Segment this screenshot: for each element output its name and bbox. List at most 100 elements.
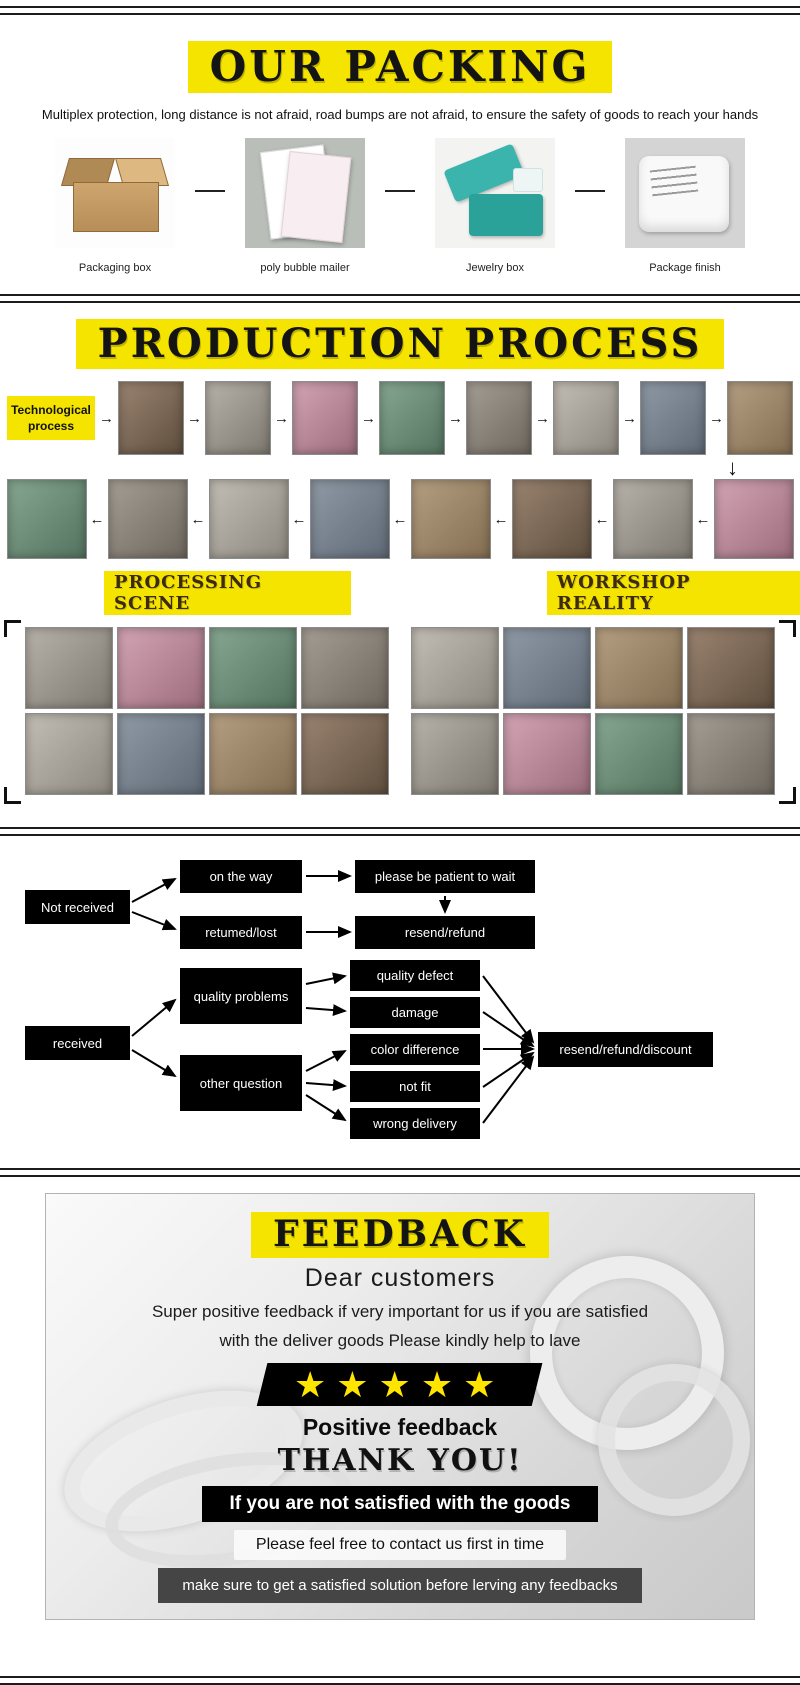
packing-caption: Jewelry box [465,262,525,275]
flow-node-not-received: Not received [25,890,130,925]
flow-arrows-svg [131,870,535,1124]
arrow-right-icon: → [622,409,637,427]
arrow-right-icon: → [448,409,463,427]
feedback-title: FEEDBACK [251,1212,549,1258]
bubble-mailer-photo [245,138,365,249]
photo-placeholder [410,479,491,560]
flow-node-quality-defect: quality defect [350,960,480,992]
packing-item-finish: Package finish [619,138,751,274]
photo-placeholder [595,713,683,796]
box-body [73,182,159,233]
package-finish-photo [625,138,745,249]
envelope-front [280,151,352,244]
flow-node-color-difference: color difference [350,1034,480,1066]
collage-row-1 [14,627,786,710]
feedback-line1: Super positive feedback if very importan… [151,1301,649,1321]
technological-process-label: Technological process [7,396,95,441]
process-row-1: Technological process → → → → → → → → [0,381,800,456]
photo-placeholder [553,381,619,456]
arrow-left-icon: ← [190,510,206,528]
packing-item-jewelry-box: Jewelry box [429,138,561,274]
flow-node-resend-refund: resend/refund [355,916,535,950]
jewelry-box-photo [435,138,555,249]
arrow-right-icon: → [187,409,202,427]
packing-title: OUR PACKING [187,41,613,94]
arrow-right-icon: → [709,409,724,427]
photo-placeholder [713,479,794,560]
collage-gap [393,713,407,795]
packing-caption: Package finish [649,262,721,275]
packing-item-box: Packaging box [49,138,181,274]
flow-node-other-question: other question [180,1055,302,1112]
warning-bar: If you are not satisfied with the goods [201,1486,599,1523]
positive-feedback-label: Positive feedback [302,1414,498,1441]
production-section: PRODUCTION PROCESS Technological process… [0,303,800,821]
arrow-right-icon: → [535,409,550,427]
corner-mark [4,620,21,638]
packing-item-mailer: poly bubble mailer [239,138,371,274]
corner-mark [779,620,796,638]
photo-placeholder [118,381,184,456]
packing-row: Packaging box poly bubble mailer Jewelry… [0,138,800,274]
photo-placeholder [25,713,113,796]
star-banner: ★★★★★ [256,1362,544,1407]
top-divider [0,6,800,15]
photo-placeholder [612,479,693,560]
packing-subtitle: Multiplex protection, long distance is n… [41,107,759,123]
corner-mark [4,787,21,805]
photo-placeholder [595,627,683,710]
arrow-left-icon: ← [594,510,610,528]
photo-placeholder [511,479,592,560]
section-divider [0,294,800,304]
photo-placeholder [640,381,706,456]
dash-separator [195,190,225,193]
photo-placeholder [292,381,358,456]
photo-placeholder [107,479,188,560]
arrow-right-icon: → [274,409,289,427]
collage-gap [393,627,407,709]
flow-node-please-wait: please be patient to wait [355,860,535,894]
aftersale-flowchart: Not received on the way please be patien… [0,852,800,1152]
photo-strip-row2: ←←←←←←← [6,479,794,560]
arrow-right-icon: → [361,409,376,427]
photo-placeholder [301,627,389,710]
thank-you-text: THANK YOU! [277,1443,523,1479]
arrow-left-icon: ← [291,510,307,528]
arrow-left-icon: ← [695,510,711,528]
packing-caption: Packaging box [78,262,152,275]
photo-placeholder [205,381,271,456]
tech-label-line1: Technological [11,403,91,418]
photo-placeholder [411,713,499,796]
arrow-right-icon: → [99,409,114,427]
shipping-label-lines [649,165,699,197]
tech-label-line2: process [27,419,75,434]
arrow-down-icon: ↓ [727,455,738,481]
photo-placeholder [301,713,389,796]
flow-node-received: received [25,1026,130,1061]
dash-separator [385,190,415,193]
photo-placeholder [503,627,591,710]
jewelry-box-base [469,194,543,237]
page: OUR PACKING Multiplex protection, long d… [0,6,800,1685]
flow-node-damage: damage [350,997,480,1029]
photo-placeholder [687,627,775,710]
photo-placeholder [379,381,445,456]
corner-mark [779,787,796,805]
photo-placeholder [466,381,532,456]
section-divider [0,1168,800,1178]
collage-row-2 [14,713,786,796]
photo-placeholder [25,627,113,710]
five-stars-icon: ★★★★★ [294,1363,506,1405]
packing-caption: poly bubble mailer [260,262,350,275]
photo-placeholder [727,381,793,456]
bottom-divider [0,1676,800,1685]
note-bar: make sure to get a satisfied solution be… [158,1568,642,1604]
photo-placeholder [208,479,289,560]
flow-node-not-fit: not fit [350,1071,480,1103]
workshop-collage [4,620,796,805]
process-row-2: ←←←←←←← [0,479,800,560]
feedback-line2: with the deliver goods Please kindly hel… [219,1330,581,1350]
flow-node-returned-lost: retumed/lost [180,916,302,950]
production-title: PRODUCTION PROCESS [75,319,725,370]
flow-node-quality-problems: quality problems [180,968,302,1025]
